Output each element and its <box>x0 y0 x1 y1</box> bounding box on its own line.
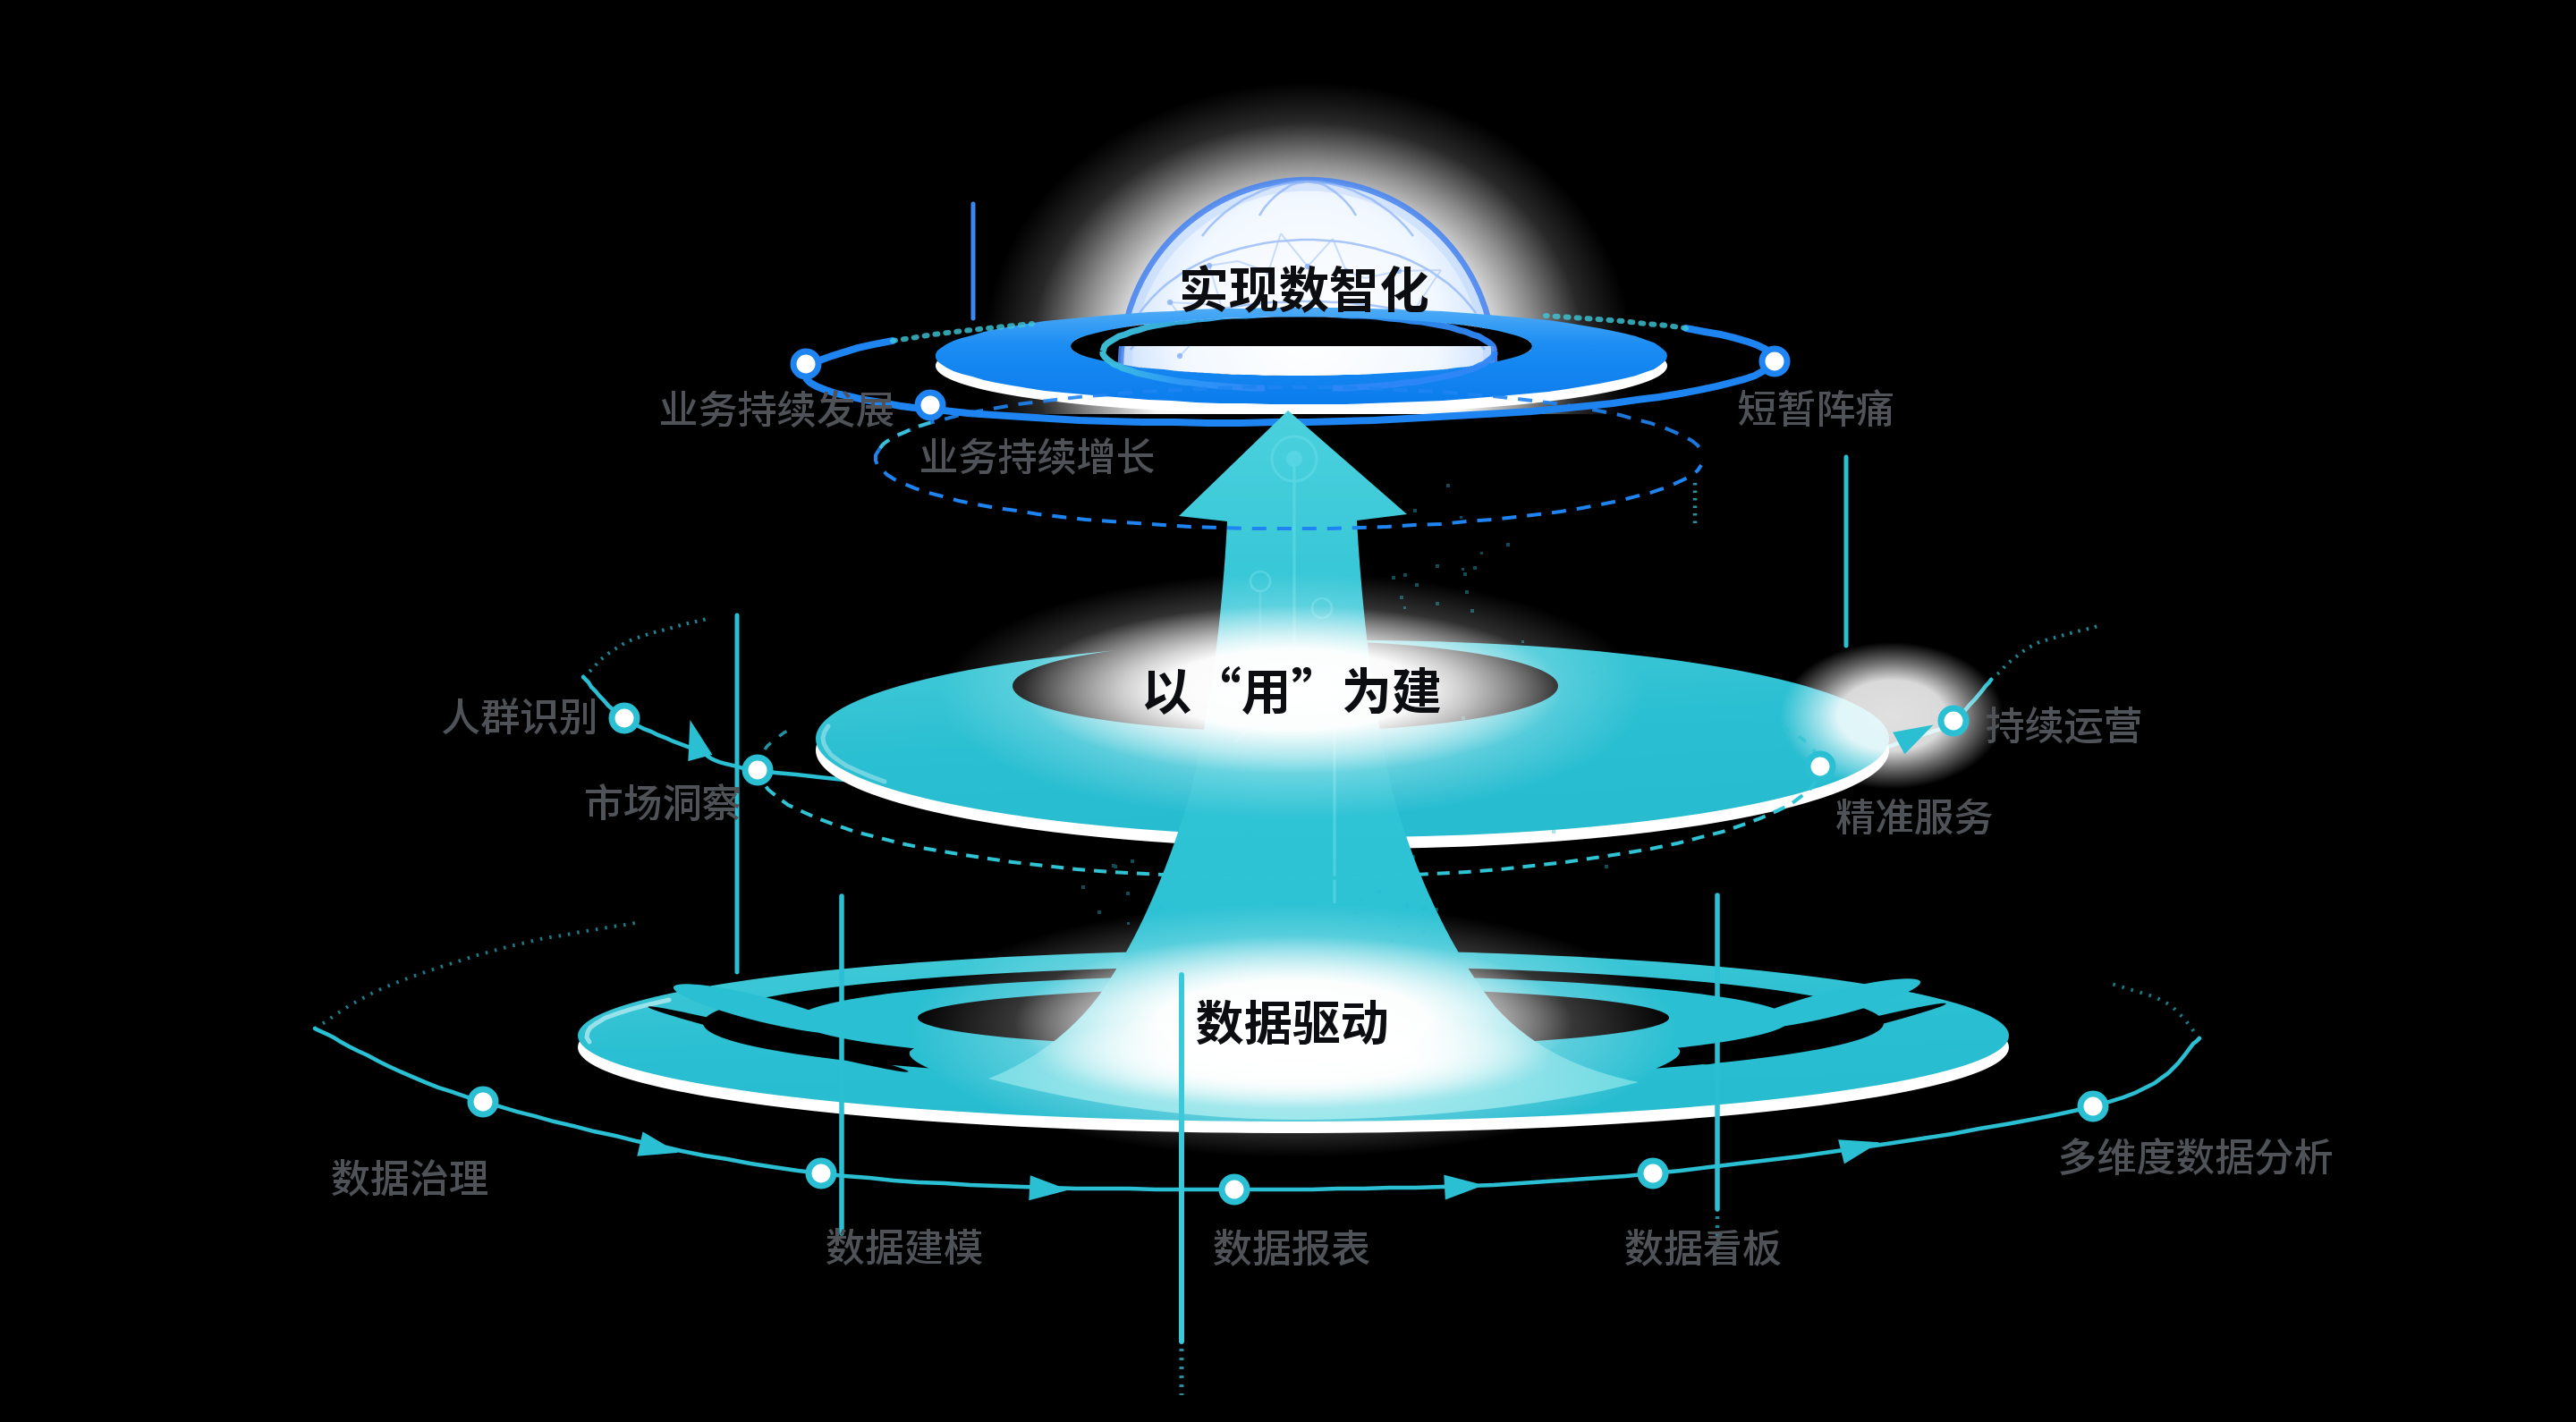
middle-dashed-ring <box>756 766 1822 880</box>
label-duoweidu-glyphs <box>2060 1138 2332 1175</box>
label-shuju-baobiao-glyphs <box>1214 1229 1369 1266</box>
label-duanzan-zhentong-glyphs <box>1739 389 1893 427</box>
top-dashed-ring-back <box>877 385 1703 453</box>
label-shuju-zhili-glyphs <box>332 1159 487 1197</box>
flow-arrowhead <box>1444 1174 1484 1200</box>
titles-art <box>1145 265 1440 1045</box>
bottom-orbit-fade-right <box>2106 980 2201 1040</box>
node-chixu <box>1937 705 1970 737</box>
middle-right-glow <box>1780 642 2004 789</box>
middle-orbit-fade-right <box>1989 624 2098 681</box>
bottom-tier-overlay <box>467 893 2109 1395</box>
label-shuju-jianmo-glyphs <box>826 1228 982 1265</box>
flow-arrowhead <box>688 719 713 762</box>
flow-arrowhead <box>1893 724 1934 755</box>
bottom-disc-arm-left <box>673 984 848 1034</box>
top-orbit-fade-left <box>890 321 1035 343</box>
node-jianmo <box>805 1157 837 1189</box>
title-mid-glyphs <box>1145 666 1440 715</box>
node-zhili <box>467 1086 499 1118</box>
node-jingzhun <box>1804 750 1836 783</box>
middle-tier-overlay <box>608 454 1970 975</box>
label-shichang-dongcha-glyphs <box>586 783 740 821</box>
label-chixu-yunying-glyphs <box>1987 707 2140 744</box>
top-tier-overlay <box>790 345 1791 421</box>
title-top-glyphs <box>1182 265 1428 313</box>
title-bot-glyphs <box>1197 1000 1386 1045</box>
label-jingzhun-fuwu-glyphs <box>1836 799 1992 834</box>
middle-glow <box>1022 605 1563 774</box>
flow-arrowhead <box>1029 1175 1069 1201</box>
flow-arrowhead <box>637 1131 679 1156</box>
bottom-disc-streak-right <box>1703 1003 1946 1065</box>
bottom-disc-arm-right <box>1746 978 1921 1028</box>
node-kanban <box>1637 1157 1669 1189</box>
node-duoweidu <box>2077 1090 2109 1122</box>
label-yewu-chixu-zengzhang-glyphs <box>921 437 1154 475</box>
middle-orbit-fade-left <box>581 617 708 679</box>
top-dashed-ring-front <box>874 449 1703 530</box>
labels-art <box>332 389 2332 1266</box>
bottom-disc-highlight <box>584 997 672 1045</box>
node-renqun <box>608 702 640 734</box>
top-dashed-ring-tealtip <box>878 419 939 450</box>
top-disc <box>936 308 1667 404</box>
node-fazhan-outer <box>790 348 822 380</box>
node-zhentong <box>1758 345 1791 377</box>
bottom-glow-band <box>1034 1009 1553 1109</box>
bottom-orbit-fade-left <box>313 921 636 1030</box>
dome-ring-front-right <box>1333 351 1498 392</box>
label-yewu-chixu-fazhan-glyphs <box>661 390 894 427</box>
node-baobiao <box>1218 1173 1250 1206</box>
flow-arrowhead <box>1838 1139 1880 1164</box>
top-orbit-fade-right <box>1543 313 1689 331</box>
label-shuju-kanban-glyphs <box>1625 1229 1781 1266</box>
dome-ring-front-left <box>1099 351 1265 392</box>
node-fazhan <box>914 389 946 421</box>
label-renqun-shibie-glyphs <box>443 698 595 735</box>
middle-disc-highlight <box>820 724 887 784</box>
node-shichang <box>741 754 774 786</box>
